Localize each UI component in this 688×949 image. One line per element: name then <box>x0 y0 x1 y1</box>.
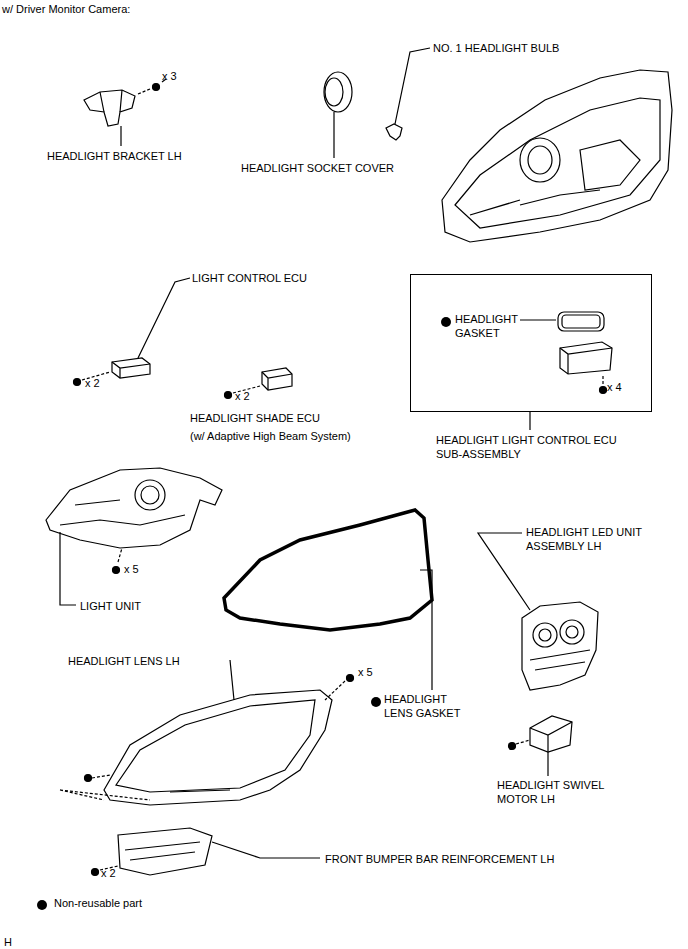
legend-text: Non-reusable part <box>54 896 142 910</box>
part-name: FRONT BUMPER BAR REINFORCEMENT LH <box>325 852 554 866</box>
part-name: HEADLIGHT LENS LH <box>68 654 180 668</box>
part-name: HEADLIGHT SHADE ECU <box>190 411 320 425</box>
part-name: LIGHT CONTROL ECU <box>192 271 307 285</box>
subassembly-box: HEADLIGHT GASKETx 4HEADLIGHT LIGHT CONTR… <box>410 274 652 412</box>
quantity-label: x 5 <box>124 562 139 576</box>
figure-code: H <box>4 935 12 949</box>
part-name: HEADLIGHT BRACKET LH <box>47 149 182 163</box>
quantity-label: x 2 <box>235 389 250 403</box>
part-name: HEADLIGHT SOCKET COVER <box>241 161 394 175</box>
part-name: LIGHT UNIT <box>80 599 141 613</box>
part-name: HEADLIGHT GASKET <box>455 312 535 341</box>
part-name: NO. 1 HEADLIGHT BULB <box>433 41 559 55</box>
quantity-label: x 4 <box>607 380 622 394</box>
part-name: HEADLIGHT SWIVEL MOTOR LH <box>497 778 627 807</box>
heading: w/ Driver Monitor Camera: <box>2 2 130 16</box>
part-name: HEADLIGHT LENS GASKET <box>384 692 474 721</box>
quantity-label: x 5 <box>358 665 373 679</box>
quantity-label: x 2 <box>101 866 116 880</box>
part-note: (w/ Adaptive High Beam System) <box>190 429 351 443</box>
quantity-label: x 3 <box>162 69 177 83</box>
part-name: HEADLIGHT LED UNIT ASSEMBLY LH <box>526 525 666 554</box>
quantity-label: x 2 <box>85 376 100 390</box>
assembly-name: HEADLIGHT LIGHT CONTROL ECU SUB-ASSEMBLY <box>436 433 626 462</box>
